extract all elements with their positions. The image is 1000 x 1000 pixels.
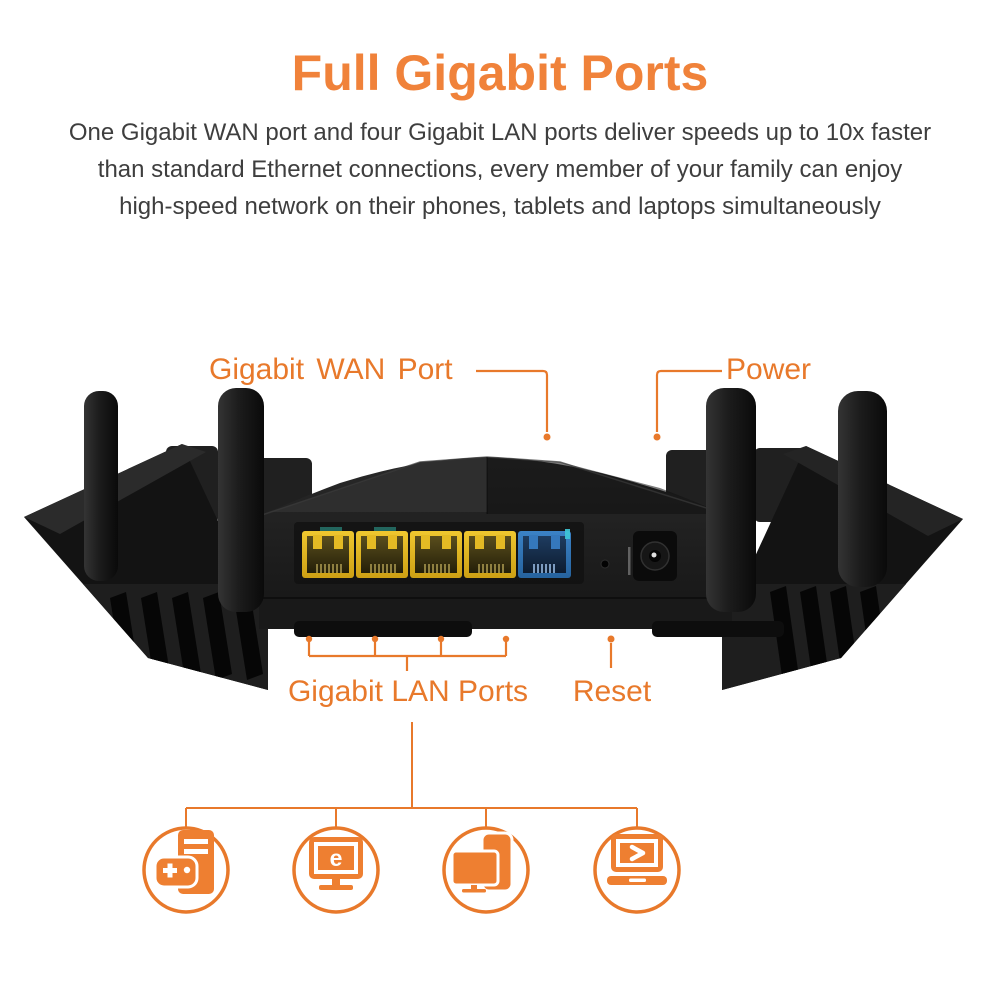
antenna-2 [218, 388, 264, 612]
play-chevron-icon [629, 844, 646, 862]
port-panel [294, 522, 584, 584]
description-line: high-speed network on their phones, tabl… [119, 193, 881, 220]
device-tree-connector [185, 722, 638, 827]
page-description: One Gigabit WAN port and four Gigabit LA… [50, 114, 950, 225]
reset-label: Reset [572, 675, 652, 708]
page-title: Full Gigabit Ports [291, 45, 709, 101]
description-line: One Gigabit WAN port and four Gigabit LA… [68, 119, 932, 146]
reset-callout-line [607, 635, 615, 668]
lan-port-1 [302, 531, 354, 578]
power-label: Power [726, 353, 812, 386]
left-vent-slots [110, 592, 263, 680]
lan-ports-bracket [305, 635, 510, 671]
lan-port-3 [410, 531, 462, 578]
wan-port-label: Gigabit WAN Port [209, 353, 453, 386]
router-antennas [84, 388, 887, 612]
router-foot [652, 621, 784, 637]
power-jack [628, 531, 677, 581]
antenna-4 [838, 391, 887, 587]
wan-port [518, 531, 571, 578]
power-callout-line [653, 369, 722, 441]
antenna-3 [706, 388, 756, 612]
router-graphic [24, 388, 963, 690]
wan-callout-line [476, 369, 551, 441]
device-icons-row: e [142, 826, 681, 914]
lan-ports-label: Gigabit LAN Ports [287, 675, 529, 708]
reset-pinhole [600, 559, 610, 569]
description-line: than standard Ethernet connections, ever… [97, 156, 903, 183]
lan-port-4 [464, 531, 516, 578]
gaming-pc-icon [142, 826, 230, 914]
router-foot [294, 621, 472, 637]
antenna-1 [84, 391, 118, 581]
tv-tablet-icon [442, 826, 530, 914]
browser-e-glyph: e [330, 845, 343, 871]
laptop-icon [593, 826, 681, 914]
lan-port-2 [356, 531, 408, 578]
smart-tv-icon: e [292, 826, 380, 914]
